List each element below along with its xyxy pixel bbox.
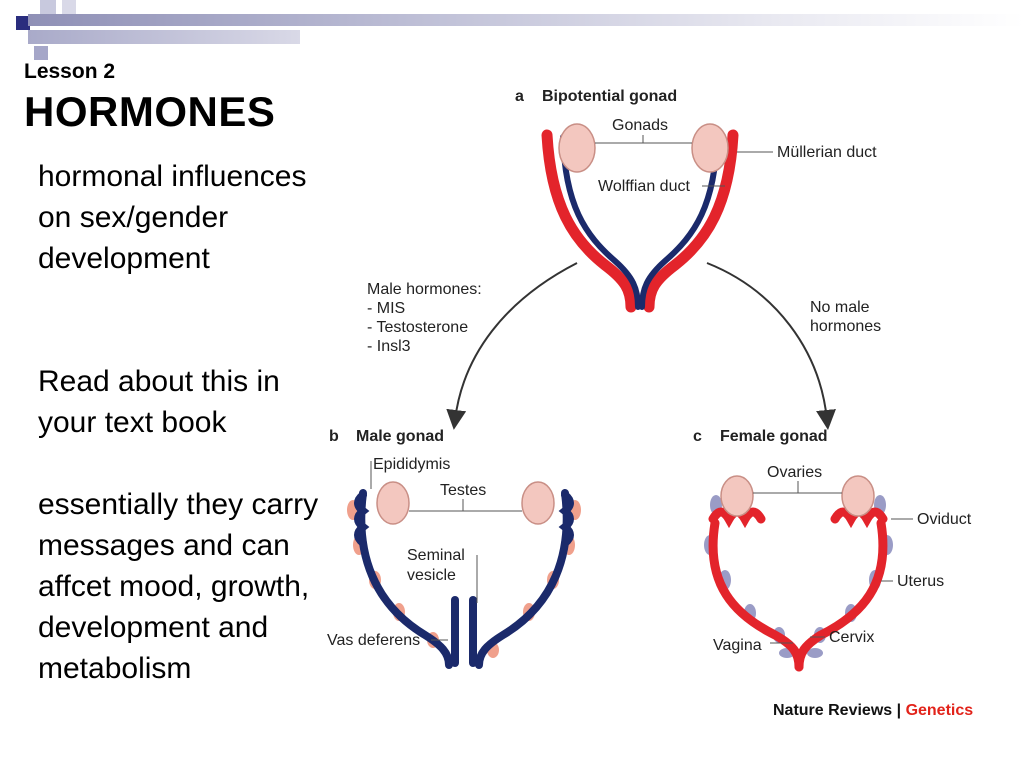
gonad-right [691, 123, 729, 173]
header-bar [28, 14, 1024, 26]
bipotential-ducts [541, 129, 739, 313]
credit-section: Genetics [905, 702, 974, 719]
paragraph-1: hormonal influences on sex/gender develo… [38, 160, 307, 275]
deco-square-light [40, 0, 56, 14]
arrow-to-male [446, 262, 578, 430]
label-cervix: Cervix [829, 629, 874, 646]
slide-title: HORMONES [24, 88, 276, 135]
deco-square-light [62, 0, 76, 14]
label-mullerian-duct: Müllerian duct [777, 144, 877, 161]
no-male-hormones-line-2: hormones [810, 318, 881, 335]
label-gonads: Gonads [612, 117, 668, 134]
paragraph-2: Read about this in your text book [38, 365, 280, 439]
panel-b-letter: b [329, 428, 339, 445]
ovary-right [841, 475, 875, 517]
panel-b-title: Male gonad [356, 428, 444, 445]
gonad-development-diagram: a Bipotential gonad Gonads Müllerian duc… [327, 88, 972, 672]
gonad-left [558, 123, 596, 173]
panel-a-title: Bipotential gonad [542, 88, 677, 105]
male-ducts [354, 489, 574, 669]
deco-square-mid [34, 46, 48, 60]
label-uterus: Uterus [897, 573, 944, 590]
label-epididymis: Epididymis [373, 456, 450, 473]
male-hormones-line-1: Male hormones: [367, 281, 482, 298]
paragraph-3: essentially they carry messages and can … [38, 488, 319, 685]
figure-credit: Nature Reviews | Genetics [773, 702, 973, 720]
label-vesicle: vesicle [407, 567, 456, 584]
label-ovaries: Ovaries [767, 464, 822, 481]
ovary-left [720, 475, 754, 517]
testis-left [376, 481, 410, 525]
label-vagina: Vagina [713, 637, 762, 654]
label-oviduct: Oviduct [917, 511, 972, 528]
arrow-to-female [706, 262, 836, 430]
no-male-hormones-line-1: No male [810, 299, 870, 316]
male-hormones-line-4: - Insl3 [367, 338, 411, 355]
panel-c-letter: c [693, 428, 702, 445]
lesson-label: Lesson 2 [24, 60, 116, 83]
credit-separator: | [896, 702, 902, 719]
panel-c-title: Female gonad [720, 428, 828, 445]
label-testes: Testes [440, 482, 486, 499]
header-subbar [28, 30, 300, 44]
credit-journal: Nature Reviews [773, 702, 893, 719]
label-vas-deferens: Vas deferens [327, 632, 420, 649]
testis-right [521, 481, 555, 525]
male-hormones-line-2: - MIS [367, 300, 405, 317]
label-seminal: Seminal [407, 547, 465, 564]
label-wolffian-duct: Wolffian duct [598, 178, 690, 195]
male-hormones-line-3: - Testosterone [367, 319, 468, 336]
panel-a-letter: a [515, 88, 524, 105]
deco-square-dark [16, 16, 30, 30]
